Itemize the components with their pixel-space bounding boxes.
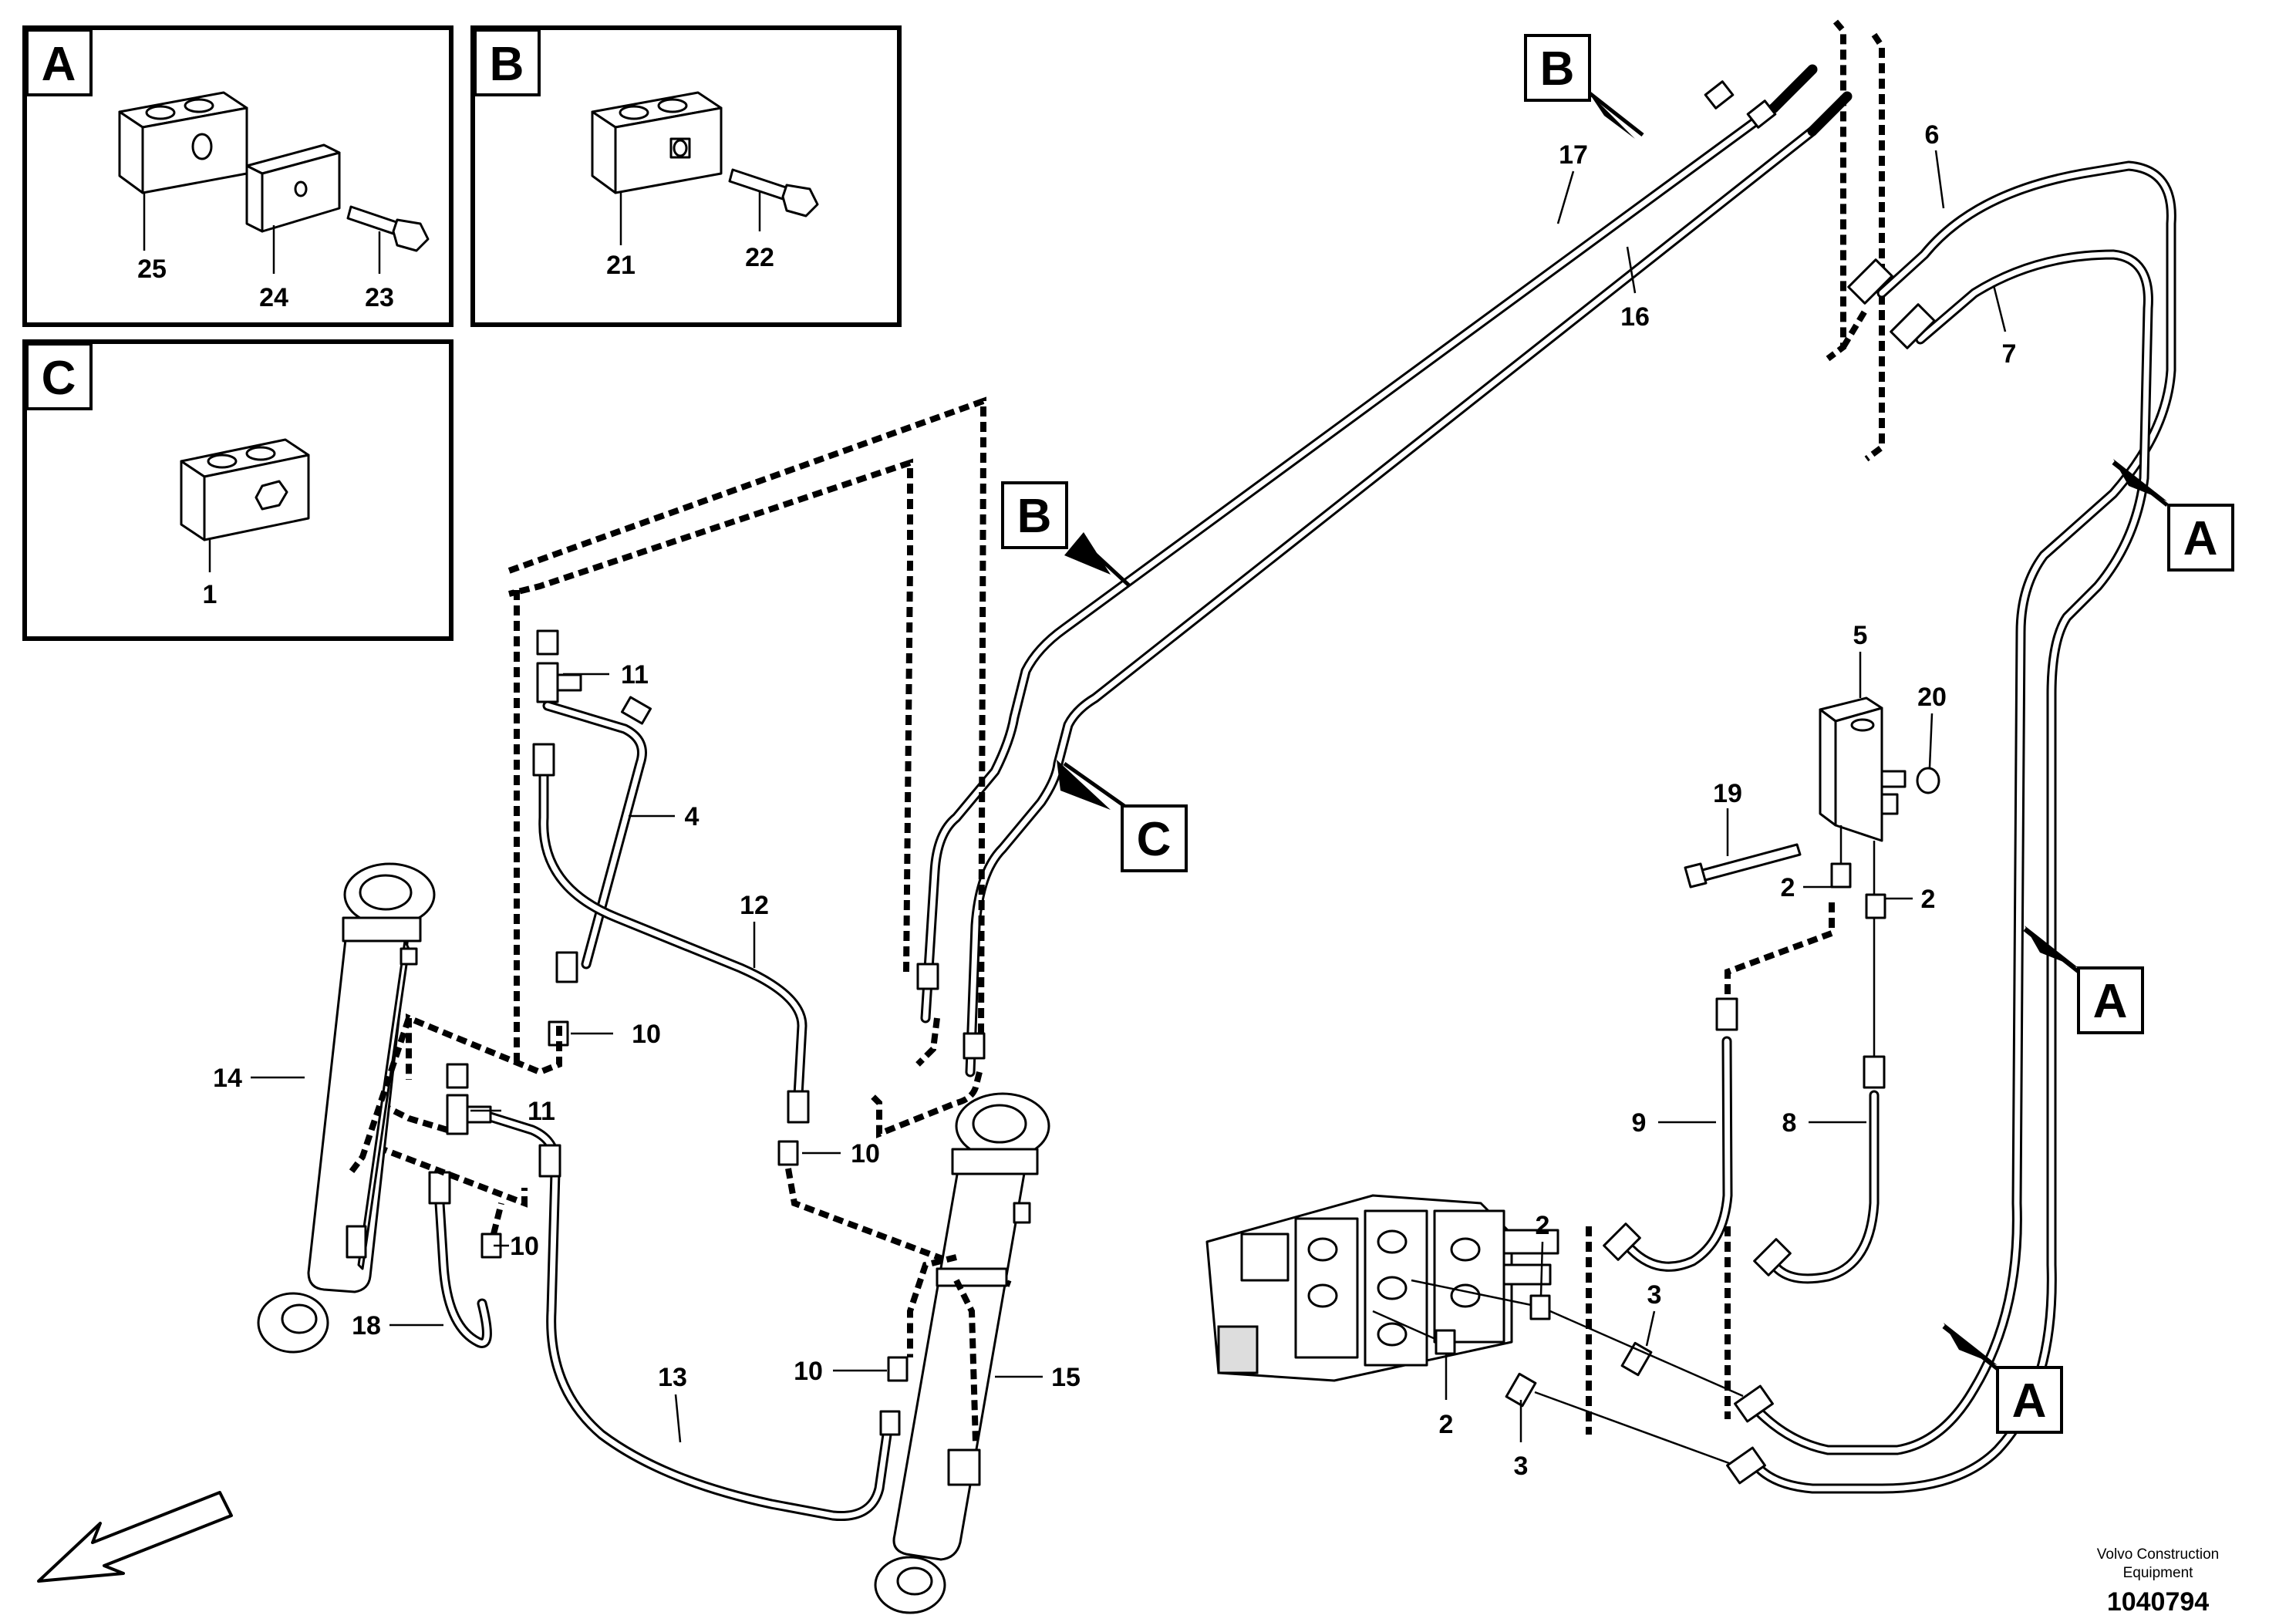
detail-box-a: A 25 24 23 xyxy=(22,25,453,327)
hoses-6-7 xyxy=(1745,160,2176,1494)
clamp-block-part-21 xyxy=(591,91,723,194)
direction-arrow-icon xyxy=(37,1491,233,1583)
label-9: 9 xyxy=(1632,1108,1647,1138)
callout-a-2: A xyxy=(2023,926,2144,1034)
footer-company-line1: Volvo Construction xyxy=(2097,1546,2219,1563)
callout-a-2-letter: A xyxy=(2093,975,2128,1028)
label-15: 15 xyxy=(1051,1363,1081,1392)
label-23: 23 xyxy=(365,283,394,312)
label-13: 13 xyxy=(658,1363,687,1392)
detail-box-b-letter: B xyxy=(490,38,524,91)
hydraulic-cylinder-part-15 xyxy=(874,1092,1050,1614)
label-11-lower: 11 xyxy=(528,1097,555,1126)
label-14: 14 xyxy=(213,1064,242,1093)
hose-part-4 xyxy=(542,700,647,983)
label-2-valve-right: 2 xyxy=(1921,885,1936,914)
hoses-8-9 xyxy=(1603,997,1886,1284)
callout-b-left: B xyxy=(1001,481,1131,588)
part-labels: 17 16 6 7 5 20 19 2 2 9 8 2 3 2 3 xyxy=(213,120,2016,1481)
detail-box-c: C 1 xyxy=(22,339,453,641)
label-17: 17 xyxy=(1559,140,1588,170)
fittings-10 xyxy=(480,1020,909,1436)
hydraulic-cylinder-part-14 xyxy=(257,862,436,1354)
label-6: 6 xyxy=(1925,120,1940,150)
detail-box-a-tag xyxy=(25,29,93,96)
label-10-middle: 10 xyxy=(851,1139,880,1168)
label-7: 7 xyxy=(2002,339,2017,369)
label-11-top: 11 xyxy=(621,660,649,690)
document-number: 1040794 xyxy=(2107,1587,2209,1617)
hose-part-12 xyxy=(532,743,810,1124)
label-24: 24 xyxy=(259,283,288,312)
label-1: 1 xyxy=(203,580,217,609)
label-10-left: 10 xyxy=(510,1232,539,1261)
label-25: 25 xyxy=(137,255,167,284)
label-2-control-bottom: 2 xyxy=(1439,1410,1454,1439)
hose-part-13 xyxy=(465,1105,892,1522)
footer: Volvo Construction Equipment 1040794 xyxy=(2097,1546,2219,1617)
control-valve-assembly xyxy=(1205,1194,1559,1382)
detail-box-b: B 21 22 xyxy=(470,25,902,327)
label-10-bottom: 10 xyxy=(794,1357,823,1386)
label-10-top: 10 xyxy=(632,1020,661,1049)
label-20: 20 xyxy=(1917,683,1947,712)
tee-fittings-11 xyxy=(446,629,652,1135)
label-21: 21 xyxy=(606,251,636,280)
fittings-2-3 xyxy=(1372,1279,1774,1485)
clamp-block-part-1 xyxy=(180,438,310,541)
label-18: 18 xyxy=(352,1311,381,1340)
label-5: 5 xyxy=(1853,621,1868,650)
cover-plate-part-24 xyxy=(245,143,341,233)
dashed-top-right xyxy=(1826,19,1846,362)
callout-c-letter: C xyxy=(1137,813,1172,866)
detail-box-a-letter: A xyxy=(42,38,76,91)
callout-b-top: B xyxy=(1524,34,1644,139)
callout-c: C xyxy=(1057,760,1188,872)
label-4: 4 xyxy=(685,802,700,831)
footer-company-line2: Equipment xyxy=(2123,1565,2194,1581)
callout-a-3: A xyxy=(1942,1323,2063,1434)
washer-part-20 xyxy=(1916,767,1940,794)
label-16: 16 xyxy=(1620,302,1650,332)
callout-b-left-letter: B xyxy=(1017,490,1052,543)
label-12: 12 xyxy=(740,891,769,920)
label-19: 19 xyxy=(1713,779,1742,808)
valve-block-part-5 xyxy=(1819,696,1940,842)
label-8: 8 xyxy=(1782,1108,1797,1138)
label-3-control-top: 3 xyxy=(1647,1280,1662,1310)
detail-box-c-letter: C xyxy=(42,352,76,405)
dashed-pipe-continuation xyxy=(915,1017,940,1067)
label-2-control-top: 2 xyxy=(1536,1211,1550,1240)
label-22: 22 xyxy=(745,243,774,272)
bolt-part-23 xyxy=(346,205,430,252)
pipes-16-17 xyxy=(916,64,1853,1077)
label-2-valve-left: 2 xyxy=(1781,873,1795,902)
hose-part-18 xyxy=(428,1171,492,1348)
label-3-control-bottom: 3 xyxy=(1514,1452,1529,1481)
bolt-part-19 xyxy=(1684,843,1802,889)
clamp-block-part-25 xyxy=(118,91,248,194)
dashed-loop-top xyxy=(508,458,913,973)
callout-a-1: A xyxy=(2112,459,2234,572)
bolt-part-22 xyxy=(728,168,819,218)
detail-box-b-tag xyxy=(474,29,541,96)
callout-a-1-letter: A xyxy=(2183,512,2218,565)
detail-box-c-tag xyxy=(25,342,93,410)
callout-b-top-letter: B xyxy=(1540,42,1575,96)
callout-a-3-letter: A xyxy=(2012,1374,2047,1428)
